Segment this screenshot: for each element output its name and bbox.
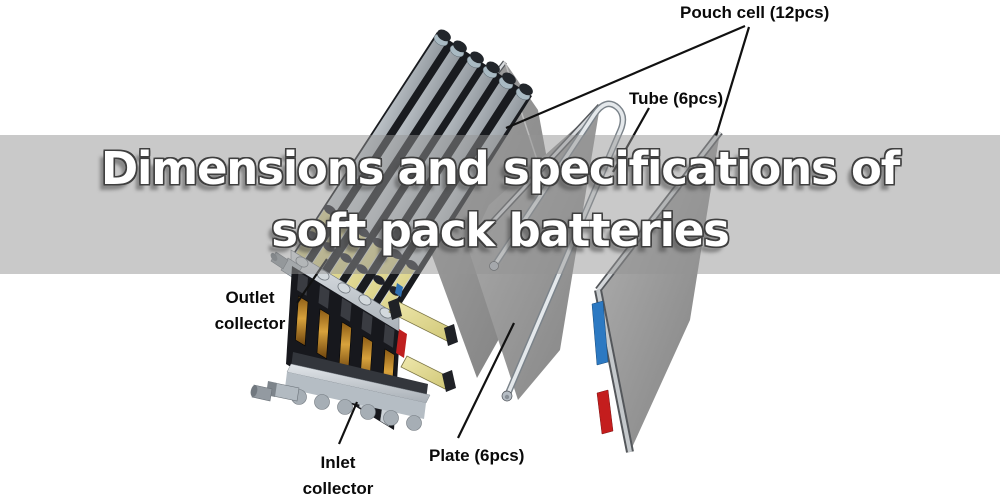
inlet-nozzle (250, 381, 300, 402)
title-line-1: Dimensions and specifications of (100, 142, 900, 195)
tube-end-caps (433, 29, 533, 101)
label-pouch-cell: Pouch cell (12pcs) (680, 3, 830, 22)
yellow-hoses (388, 298, 458, 392)
leader-pouch-cell-left (505, 24, 746, 130)
leader-pouch-cell-right (714, 26, 751, 137)
blue-tab (591, 300, 609, 366)
title-line-2: soft pack batteries (271, 204, 730, 257)
label-inlet-collector: Inlet collector (288, 450, 388, 500)
red-tab (596, 389, 614, 435)
label-inlet-line1: Inlet (320, 453, 356, 472)
inlet-collector (250, 352, 431, 431)
leader-inlet-collector (337, 401, 359, 445)
title-band (0, 135, 1000, 274)
label-tube: Tube (6pcs) (629, 89, 724, 108)
u-tube (489, 100, 627, 402)
blue-marker (395, 283, 403, 297)
label-plate: Plate (6pcs) (429, 446, 525, 465)
label-outlet-collector: Outlet collector (198, 285, 302, 337)
leader-plate (457, 322, 515, 439)
red-marker (396, 329, 407, 358)
label-outlet-line1: Outlet (225, 288, 275, 307)
label-inlet-line2: collector (302, 479, 374, 498)
label-outlet-line2: collector (214, 314, 286, 333)
page-title: Dimensions and specifications of soft pa… (0, 138, 1000, 262)
